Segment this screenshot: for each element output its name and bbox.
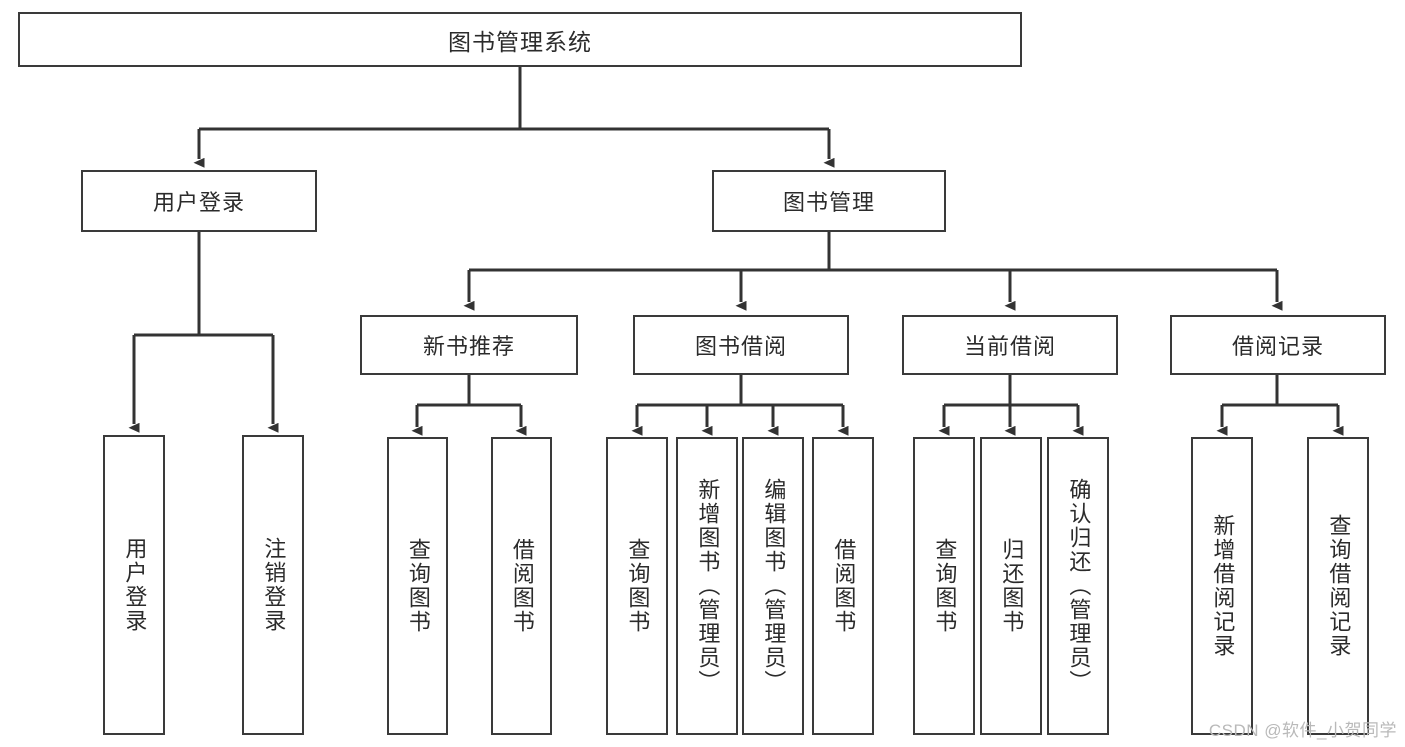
- node-leaf-borrow-2[interactable]: 新增图书（管理员）: [676, 437, 738, 735]
- node-leaf-label: 注销登录: [261, 537, 287, 633]
- node-leaf-label: 查询图书: [625, 538, 651, 634]
- node-book-manage[interactable]: 图书管理: [712, 170, 946, 232]
- node-leaf-current-3[interactable]: 确认归还（管理员）: [1047, 437, 1109, 735]
- node-new-book-recommend[interactable]: 新书推荐: [360, 315, 578, 375]
- node-leaf-borrow-1[interactable]: 查询图书: [606, 437, 668, 735]
- node-current-borrow[interactable]: 当前借阅: [902, 315, 1118, 375]
- node-root-label: 图书管理系统: [448, 28, 592, 55]
- node-user-login[interactable]: 用户登录: [81, 170, 317, 232]
- node-leaf-label: 新增借阅记录: [1210, 514, 1236, 658]
- node-leaf-record-2[interactable]: 查询借阅记录: [1307, 437, 1369, 735]
- node-leaf-label: 用户登录: [122, 537, 148, 633]
- node-leaf-label: 查询图书: [932, 538, 958, 634]
- node-leaf-borrow-4[interactable]: 借阅图书: [812, 437, 874, 735]
- node-book-manage-label: 图书管理: [782, 190, 875, 215]
- node-leaf-label: 编辑图书（管理员）: [761, 478, 787, 694]
- node-leaf-user-login-2[interactable]: 注销登录: [242, 435, 304, 735]
- node-borrow-record-label: 借阅记录: [1231, 334, 1324, 359]
- node-book-borrow[interactable]: 图书借阅: [633, 315, 849, 375]
- node-leaf-label: 查询图书: [405, 538, 431, 634]
- node-leaf-user-login-1[interactable]: 用户登录: [103, 435, 165, 735]
- node-new-book-recommend-label: 新书推荐: [422, 334, 515, 359]
- node-leaf-label: 新增图书（管理员）: [695, 478, 721, 694]
- node-leaf-recommend-1[interactable]: 查询图书: [387, 437, 448, 735]
- node-leaf-record-1[interactable]: 新增借阅记录: [1191, 437, 1253, 735]
- node-leaf-label: 查询借阅记录: [1326, 514, 1352, 658]
- node-leaf-borrow-3[interactable]: 编辑图书（管理员）: [742, 437, 804, 735]
- node-leaf-label: 借阅图书: [509, 538, 535, 634]
- node-user-login-label: 用户登录: [152, 190, 245, 215]
- node-current-borrow-label: 当前借阅: [963, 334, 1056, 359]
- node-borrow-record[interactable]: 借阅记录: [1170, 315, 1386, 375]
- node-leaf-current-1[interactable]: 查询图书: [913, 437, 975, 735]
- node-root[interactable]: 图书管理系统: [18, 12, 1022, 67]
- node-leaf-recommend-2[interactable]: 借阅图书: [491, 437, 552, 735]
- node-leaf-label: 归还图书: [999, 538, 1025, 634]
- node-leaf-current-2[interactable]: 归还图书: [980, 437, 1042, 735]
- watermark: CSDN @软件_小贺同学: [1208, 721, 1397, 740]
- node-leaf-label: 借阅图书: [831, 538, 857, 634]
- node-book-borrow-label: 图书借阅: [694, 334, 787, 359]
- node-leaf-label: 确认归还（管理员）: [1066, 478, 1092, 694]
